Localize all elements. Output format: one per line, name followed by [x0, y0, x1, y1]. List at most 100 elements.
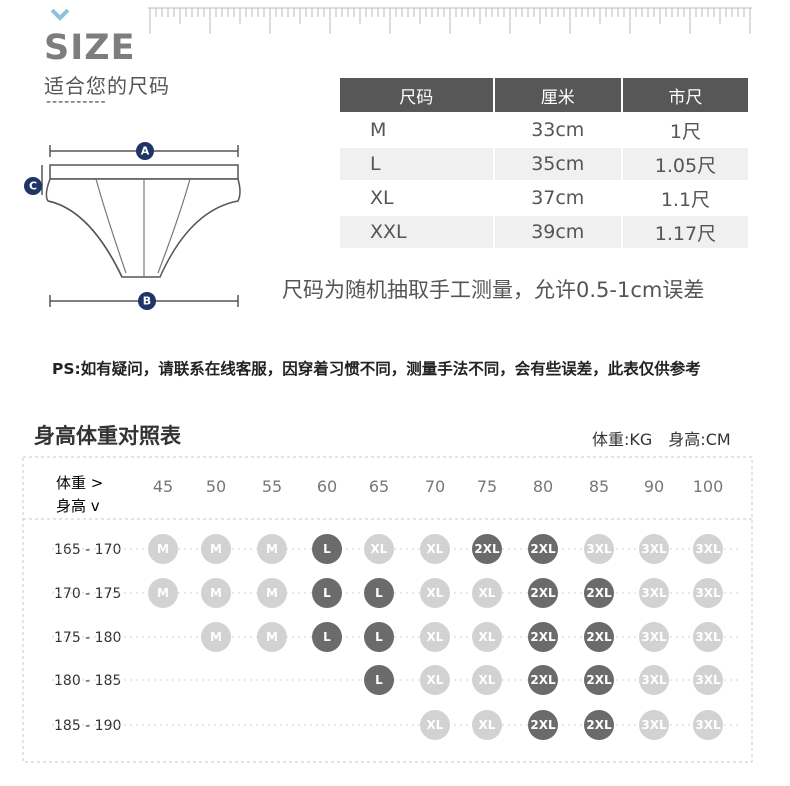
size-dot-l: L [312, 622, 342, 652]
size-cell: XL [370, 187, 394, 209]
size-dot-m: M [257, 534, 287, 564]
size-dot-3xl: 3XL [639, 622, 669, 652]
weight-tick-70: 70 [425, 477, 445, 496]
size-dot-xl: XL [420, 665, 450, 695]
size-dot-label: XL [479, 586, 496, 600]
size-dot-label: XL [427, 630, 444, 644]
size-dot-xl: XL [472, 710, 502, 740]
cm-cell: 35cm [494, 148, 621, 180]
size-dot-label: 2XL [586, 718, 612, 732]
measurement-note: 尺码为随机抽取手工测量，允许0.5-1cm误差 [282, 278, 705, 302]
size-heading: SIZE [44, 28, 136, 68]
height-weight-title: 身高体重对照表 [34, 424, 181, 448]
weight-tick-85: 85 [589, 477, 609, 496]
measure-c-badge: C [24, 177, 42, 195]
size-dot-2xl: 2XL [528, 710, 558, 740]
dash-divider: ---------- [46, 94, 107, 110]
size-dot-label: L [375, 673, 383, 687]
size-dot-3xl: 3XL [693, 665, 723, 695]
size-dot-3xl: 3XL [693, 534, 723, 564]
size-dot-m: M [257, 622, 287, 652]
size-dot-label: 3XL [641, 542, 667, 556]
size-dot-label: 2XL [586, 673, 612, 687]
size-dot-label: M [157, 586, 169, 600]
size-dot-label: 2XL [530, 718, 556, 732]
size-dot-label: 3XL [641, 673, 667, 687]
size-subtitle: 适合您的尺码 [44, 74, 170, 98]
weight-tick-45: 45 [153, 477, 173, 496]
size-dot-2xl: 2XL [584, 622, 614, 652]
brief-diagram: A B C [24, 142, 241, 310]
height-unit: 身高:CM [668, 430, 731, 449]
size-dot-2xl: 2XL [584, 578, 614, 608]
size-dot-3xl: 3XL [693, 710, 723, 740]
size-dot-label: 3XL [695, 718, 721, 732]
size-dot-label: 3XL [695, 630, 721, 644]
size-dot-label: XL [427, 586, 444, 600]
size-dot-label: XL [427, 718, 444, 732]
size-dot-label: 3XL [641, 586, 667, 600]
header-chi: 市尺 [622, 78, 748, 112]
header-cm: 厘米 [494, 78, 621, 112]
size-dot-3xl: 3XL [584, 534, 614, 564]
size-dot-label: XL [479, 630, 496, 644]
size-dot-label: 3XL [695, 673, 721, 687]
size-dot-label: 3XL [695, 586, 721, 600]
size-dot-l: L [364, 665, 394, 695]
size-dot-label: 3XL [695, 542, 721, 556]
size-dot-xl: XL [420, 710, 450, 740]
size-dot-label: XL [479, 673, 496, 687]
weight-tick-55: 55 [262, 477, 282, 496]
size-dot-m: M [257, 578, 287, 608]
weight-tick-90: 90 [644, 477, 664, 496]
size-dot-label: 2XL [530, 673, 556, 687]
size-dot-label: XL [427, 542, 444, 556]
size-dot-label: L [323, 542, 331, 556]
size-dot-m: M [148, 534, 178, 564]
chi-cell: 1.1尺 [660, 188, 711, 211]
unit-legend: 体重:KG 身高:CM [592, 426, 731, 450]
size-dot-2xl: 2XL [584, 665, 614, 695]
ruler-decoration [148, 7, 752, 34]
size-dot-label: 3XL [641, 630, 667, 644]
size-dot-label: M [210, 630, 222, 644]
ps-disclaimer: PS:如有疑问，请联系在线客服，因穿着习惯不同，测量手法不同，会有些误差，此表仅… [52, 360, 701, 378]
size-dot-2xl: 2XL [528, 622, 558, 652]
size-dot-l: L [312, 534, 342, 564]
size-dot-m: M [201, 578, 231, 608]
size-dot-xl: XL [420, 622, 450, 652]
size-dot-3xl: 3XL [693, 622, 723, 652]
height-row-label: 185 - 190 [54, 718, 121, 734]
size-dot-xl: XL [420, 534, 450, 564]
table-row: XL 37cm 1.1尺 [340, 182, 748, 214]
size-dot-label: L [375, 586, 383, 600]
size-dot-xl: XL [420, 578, 450, 608]
cm-cell: 39cm [494, 216, 621, 248]
measure-a-badge: A [136, 142, 154, 160]
size-dot-3xl: 3XL [639, 578, 669, 608]
size-dot-2xl: 2XL [584, 710, 614, 740]
size-dot-m: M [148, 578, 178, 608]
size-dot-label: 2XL [530, 586, 556, 600]
height-row-label: 170 - 175 [54, 586, 121, 602]
chi-cell: 1.17尺 [622, 216, 748, 248]
size-table-header: 尺码 厘米 市尺 [340, 78, 748, 112]
height-row-label: 165 - 170 [54, 542, 121, 558]
table-row: XXL 39cm 1.17尺 [340, 216, 748, 248]
table-row: M 33cm 1尺 [340, 114, 748, 146]
size-dot-label: M [266, 586, 278, 600]
size-dot-label: XL [371, 542, 388, 556]
size-dot-2xl: 2XL [528, 534, 558, 564]
weight-unit: 体重:KG [592, 430, 653, 449]
size-dot-label: L [323, 586, 331, 600]
chevron-down-icon [50, 8, 70, 21]
size-table: 尺码 厘米 市尺 M 33cm 1尺 L 35cm 1.05尺 XL 37cm … [338, 76, 750, 250]
size-cell: L [340, 148, 493, 180]
chi-cell: 1尺 [669, 120, 701, 143]
size-dot-label: 2XL [530, 630, 556, 644]
size-dot-label: 2XL [586, 630, 612, 644]
size-dot-3xl: 3XL [639, 665, 669, 695]
size-dot-3xl: 3XL [639, 710, 669, 740]
size-dot-2xl: 2XL [472, 534, 502, 564]
